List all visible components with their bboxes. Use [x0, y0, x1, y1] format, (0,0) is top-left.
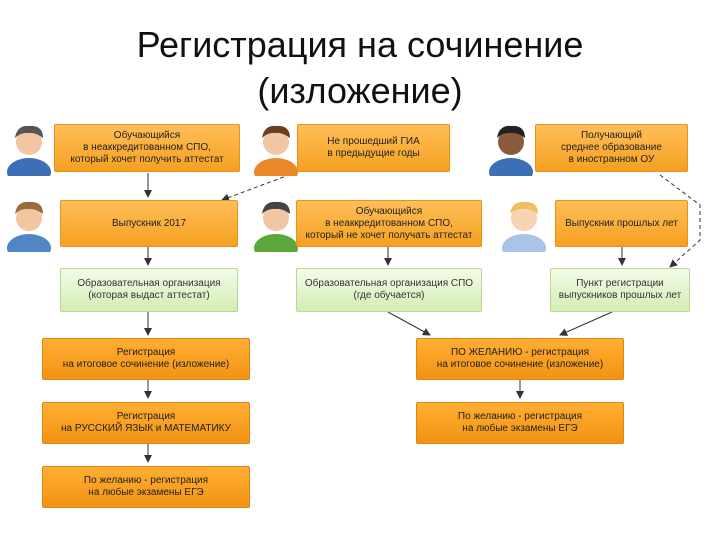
- node-student-spo-top: Обучающийся в неаккредитованном СПО, кот…: [54, 124, 240, 172]
- node-reg-essay: Регистрация на итоговое сочинение (излож…: [42, 338, 250, 380]
- person-icon: [254, 201, 298, 252]
- person-icon: [502, 201, 546, 252]
- node-edu-org-spo: Образовательная организация СПО (где обу…: [296, 268, 482, 312]
- node-optional-essay-right: ПО ЖЕЛАНИЮ - регистрация на итоговое соч…: [416, 338, 624, 380]
- node-foreign-education: Получающий среднее образование в иностра…: [535, 124, 688, 172]
- node-student-spo-no-cert: Обучающийся в неаккредитованном СПО, кот…: [296, 200, 482, 247]
- node-reg-russian-math: Регистрация на РУССКИЙ ЯЗЫК и МАТЕМАТИКУ: [42, 402, 250, 444]
- arrow-dashed-foreign: [659, 174, 701, 268]
- node-past-graduate: Выпускник прошлых лет: [555, 200, 688, 247]
- arrow-right-2: [559, 311, 613, 336]
- title-line-1: Регистрация на сочинение: [136, 24, 584, 65]
- person-icon: [254, 125, 298, 176]
- arrow-dashed-gia: [221, 171, 298, 202]
- node-reg-point: Пункт регистрации выпускников прошлых ле…: [550, 268, 690, 312]
- person-icon: [7, 125, 51, 176]
- node-optional-ege-left: По желанию - регистрация на любые экзаме…: [42, 466, 250, 508]
- node-edu-org: Образовательная организация (которая выд…: [60, 268, 238, 312]
- page-title: Регистрация на сочинение (изложение): [0, 22, 720, 114]
- node-graduate-2017: Выпускник 2017: [60, 200, 238, 247]
- title-line-2: (изложение): [257, 70, 463, 111]
- node-optional-ege-right: По желанию - регистрация на любые экзаме…: [416, 402, 624, 444]
- node-not-passed-gia: Не прошедший ГИА в предыдущие годы: [297, 124, 450, 172]
- arrow-mid-2: [387, 311, 431, 336]
- person-icon: [7, 201, 51, 252]
- person-icon: [489, 125, 533, 176]
